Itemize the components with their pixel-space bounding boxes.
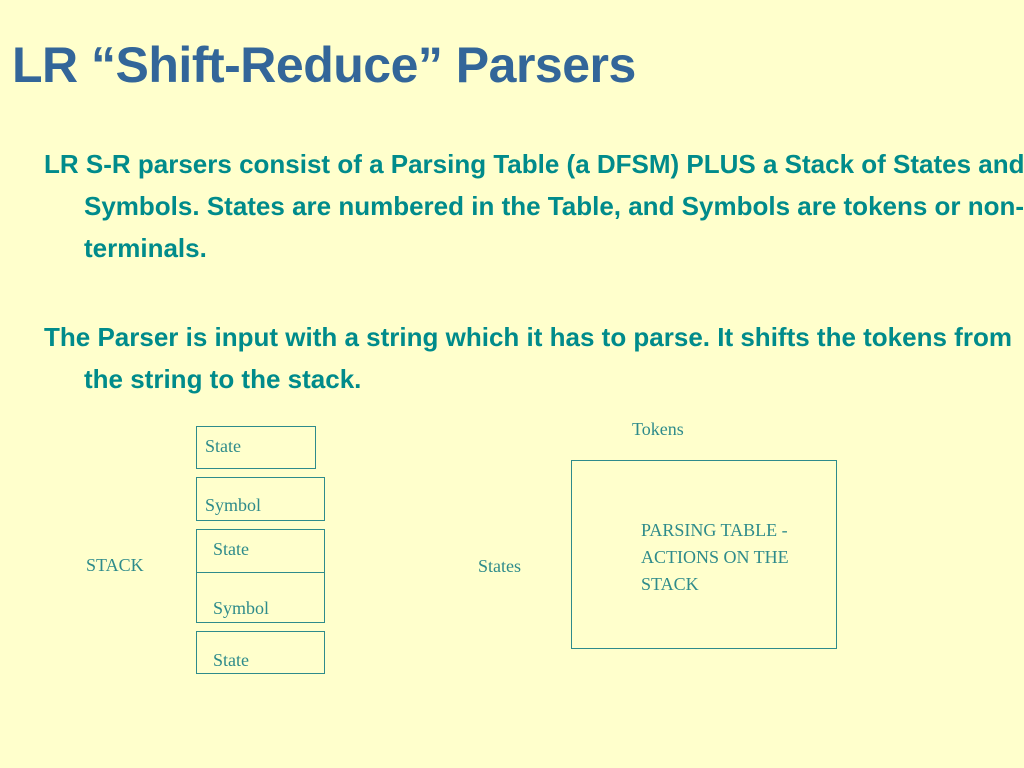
stack-cell-symbol-top: Symbol (196, 477, 325, 521)
stack-cell-state-middle: State (196, 529, 325, 573)
states-label: States (478, 556, 521, 576)
stack-cell-label: Symbol (205, 495, 262, 515)
stack-cell-symbol-bottom: Symbol (196, 572, 325, 623)
parsing-table-box: PARSING TABLE - ACTIONS ON THE STACK (571, 460, 837, 649)
stack-cell-label: State (213, 650, 249, 670)
parsing-table-label: PARSING TABLE - ACTIONS ON THE STACK (641, 520, 789, 594)
stack-cell-label: State (205, 436, 241, 456)
stack-cell-state-top: State (196, 426, 316, 469)
stack-cell-state-bottom: State (196, 631, 325, 674)
stack-cell-label: Symbol (213, 598, 270, 618)
stack-cell-label: State (213, 539, 249, 559)
tokens-label: Tokens (632, 419, 684, 439)
bullet-parser-composition: LR S-R parsers consist of a Parsing Tabl… (44, 149, 1024, 263)
slide-title: LR “Shift-Reduce” Parsers (12, 37, 636, 93)
stack-label: STACK (86, 555, 144, 575)
bullet-parser-input: The Parser is input with a string which … (44, 322, 1012, 394)
